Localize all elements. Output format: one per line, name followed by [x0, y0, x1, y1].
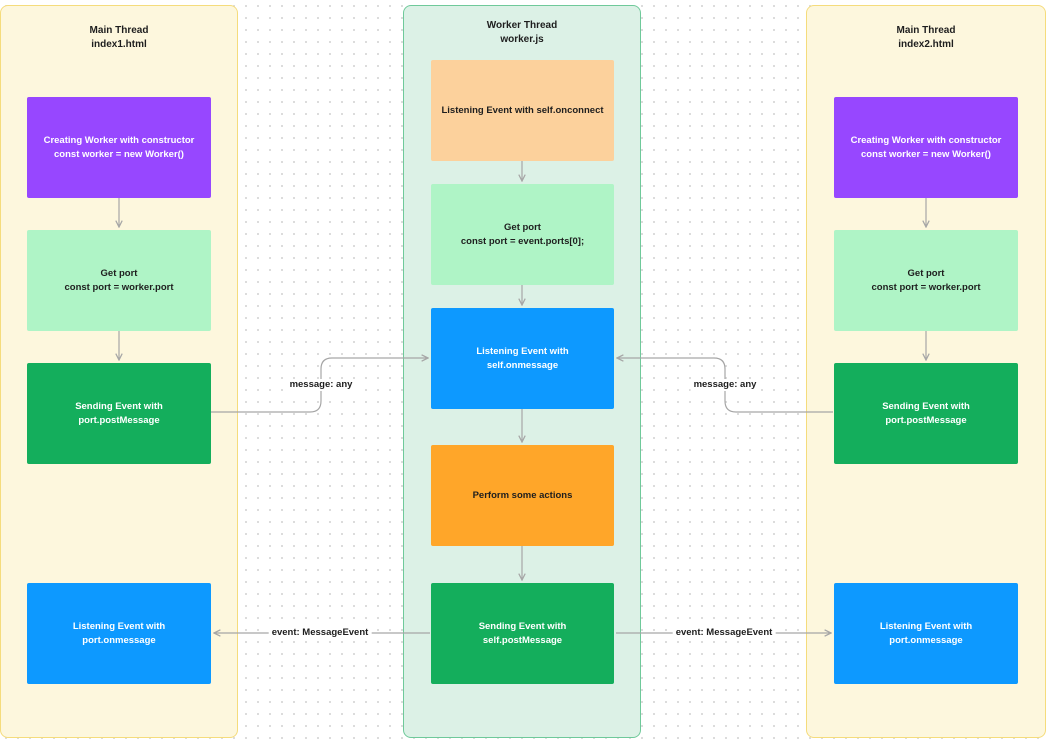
node-center-onconnect: Listening Event with self.onconnect [431, 60, 614, 161]
node-left-create-worker: Creating Worker with constructor const w… [27, 97, 211, 198]
node-line: const worker = new Worker() [54, 148, 184, 160]
node-right-send-event: Sending Event with port.postMessage [834, 363, 1018, 464]
node-line: port.onmessage [889, 634, 963, 646]
node-line: Listening Event with self.onconnect [441, 104, 604, 116]
lane-title: Main Thread index2.html [807, 24, 1045, 52]
node-line: Get port [100, 267, 138, 279]
node-line: Perform some actions [472, 489, 573, 501]
edge-label-right-message: message: any [690, 379, 760, 391]
node-line: Get port [907, 267, 945, 279]
edge-label-left-message: message: any [286, 379, 356, 391]
lane-subtitle-label: index2.html [898, 39, 954, 50]
node-line: Sending Event with [75, 400, 163, 412]
node-left-listen-event: Listening Event with port.onmessage [27, 583, 211, 684]
node-line: Sending Event with [882, 400, 970, 412]
node-center-send-event: Sending Event with self.postMessage [431, 583, 614, 684]
node-line: Creating Worker with constructor [850, 134, 1002, 146]
node-line: const port = event.ports[0]; [460, 235, 585, 247]
node-line: port.postMessage [885, 414, 967, 426]
node-right-get-port: Get port const port = worker.port [834, 230, 1018, 331]
node-center-onmessage: Listening Event with self.onmessage [431, 308, 614, 409]
node-center-get-port: Get port const port = event.ports[0]; [431, 184, 614, 285]
node-line: self.onmessage [486, 359, 559, 371]
node-line: Listening Event with [879, 620, 973, 632]
edge-label-left-event: event: MessageEvent [268, 627, 372, 639]
node-line: port.onmessage [82, 634, 156, 646]
node-line: Creating Worker with constructor [43, 134, 195, 146]
node-left-get-port: Get port const port = worker.port [27, 230, 211, 331]
lane-subtitle-label: index1.html [91, 39, 147, 50]
lane-title: Main Thread index1.html [1, 24, 237, 52]
node-line: const worker = new Worker() [861, 148, 991, 160]
lane-title-label: Main Thread [896, 25, 956, 36]
node-line: port.postMessage [78, 414, 160, 426]
node-line: const port = worker.port [871, 281, 981, 293]
node-line: const port = worker.port [64, 281, 174, 293]
node-line: Listening Event with [476, 345, 569, 357]
node-line: Sending Event with [478, 620, 567, 632]
node-line: self.postMessage [482, 634, 563, 646]
lane-title-label: Main Thread [89, 25, 149, 36]
node-center-actions: Perform some actions [431, 445, 614, 546]
lane-subtitle-label: worker.js [500, 34, 544, 45]
node-right-listen-event: Listening Event with port.onmessage [834, 583, 1018, 684]
lane-title-label: Worker Thread [486, 20, 558, 31]
lane-title: Worker Thread worker.js [404, 19, 640, 47]
node-left-send-event: Sending Event with port.postMessage [27, 363, 211, 464]
node-line: Get port [504, 221, 541, 233]
node-right-create-worker: Creating Worker with constructor const w… [834, 97, 1018, 198]
edge-label-right-event: event: MessageEvent [672, 627, 776, 639]
node-line: Listening Event with [72, 620, 166, 632]
